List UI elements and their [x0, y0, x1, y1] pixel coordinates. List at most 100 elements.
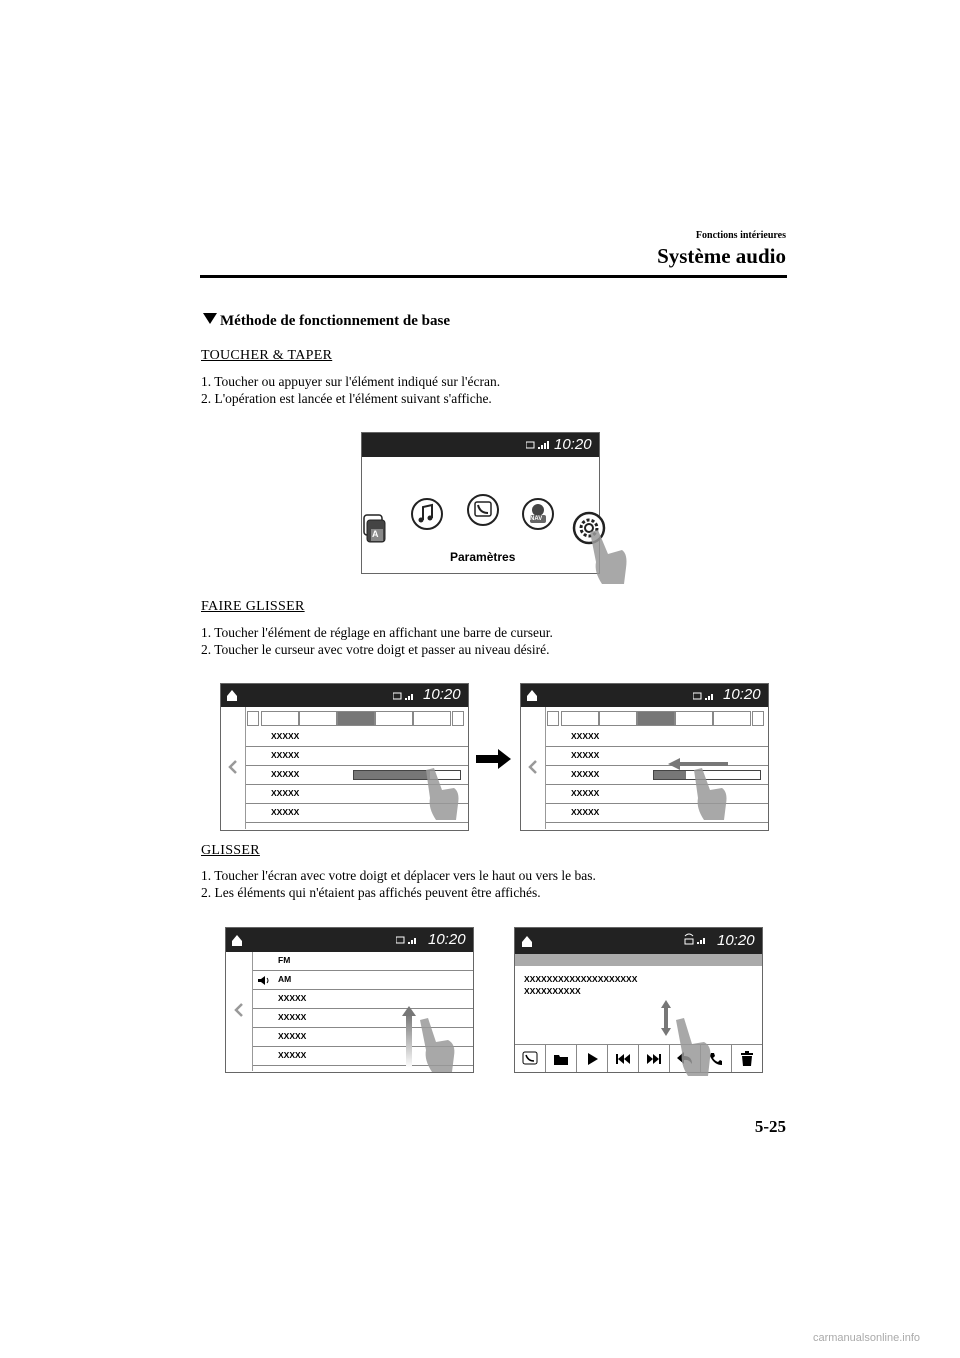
home-icon[interactable]: [225, 688, 239, 702]
play-button[interactable]: [577, 1045, 608, 1072]
phone-screen-icon: [522, 1051, 538, 1065]
tab-prev-button[interactable]: [247, 711, 259, 726]
list-item[interactable]: XXXXX: [246, 747, 468, 766]
signal-icon: [526, 441, 549, 449]
drag-step-1: 1. Toucher l'élément de réglage en affic…: [201, 625, 553, 640]
tap-step-2: 2. L'opération est lancée et l'élément s…: [201, 391, 492, 406]
tab-prev-button[interactable]: [547, 711, 559, 726]
phone-screen-button[interactable]: [515, 1045, 546, 1072]
tab[interactable]: [713, 711, 751, 726]
tab-active[interactable]: [337, 711, 375, 726]
list-item[interactable]: XXXXX: [246, 766, 468, 785]
scroll-arrow-icon: [661, 1000, 671, 1036]
drag-heading: FAIRE GLISSER: [201, 599, 305, 614]
watermark: carmanualsonline.info: [812, 1332, 920, 1344]
settings-list: XXXXX XXXXX XXXXX XXXXX XXXXX: [546, 728, 768, 828]
tab-next-button[interactable]: [452, 711, 464, 726]
folder-button[interactable]: [546, 1045, 577, 1072]
apps-a-icon[interactable]: [362, 511, 390, 547]
message-text: XXXXXXXXXXXXXXXXXXXX XXXXXXXXXX: [524, 973, 637, 997]
slider-bar[interactable]: [353, 770, 461, 780]
a-label: A: [372, 529, 379, 539]
hand-drag-icon: [426, 768, 459, 820]
media-toolbar: [515, 1044, 762, 1073]
list-item[interactable]: XXXXX: [253, 990, 473, 1009]
list-item[interactable]: XXXXX: [246, 785, 468, 804]
tab[interactable]: [375, 711, 413, 726]
tab-active[interactable]: [637, 711, 675, 726]
drag-arrow-icon: [668, 758, 728, 770]
triangle-icon: [203, 313, 217, 324]
speaker-icon: [258, 976, 269, 985]
swipe-step-1: 1. Toucher l'écran avec votre doigt et d…: [201, 868, 596, 883]
list-item[interactable]: XXXXX: [253, 1047, 473, 1066]
home-icon[interactable]: [525, 688, 539, 702]
slider-fill: [354, 771, 431, 779]
settings-list: XXXXX XXXXX XXXXX XXXXX XXXXX: [246, 728, 468, 828]
phone-icon[interactable]: [466, 493, 500, 527]
radio-list: FM AM XXXXX XXXXX XXXXX XXXXX: [253, 952, 473, 1070]
tab[interactable]: [675, 711, 713, 726]
back-column: [226, 952, 253, 1071]
tab[interactable]: [561, 711, 599, 726]
status-bar: 10:20: [521, 684, 768, 707]
signal-icon: [396, 936, 416, 944]
slider-bar[interactable]: [653, 770, 761, 780]
list-item[interactable]: XXXXX: [546, 747, 768, 766]
trash-icon: [741, 1051, 753, 1066]
chevron-left-icon[interactable]: [233, 1002, 245, 1018]
drag-steps: 1. Toucher l'élément de réglage en affic…: [201, 624, 553, 658]
tap-heading: TOUCHER & TAPER: [201, 348, 333, 363]
navigation-icon[interactable]: [521, 497, 555, 531]
tab[interactable]: [413, 711, 451, 726]
page-number: 5-25: [754, 1117, 786, 1136]
back-column: [221, 707, 246, 829]
tab-next-button[interactable]: [752, 711, 764, 726]
list-item[interactable]: XXXXX: [253, 1028, 473, 1047]
list-item[interactable]: XXXXX: [546, 728, 768, 747]
list-item[interactable]: XXXXX: [546, 766, 768, 785]
previous-button[interactable]: [608, 1045, 639, 1072]
slider-screen-after: 10:20 XXXXX XXXXX XXXXX XXXXX XXXXX: [520, 683, 769, 831]
home-icon[interactable]: [230, 933, 244, 947]
tab-row: [247, 711, 465, 726]
home-screen: 10:20 A NAV Paramètres: [361, 432, 606, 574]
swipe-heading: GLISSER: [201, 843, 260, 858]
list-item[interactable]: XXXXX: [546, 785, 768, 804]
clock: 10:20: [723, 686, 761, 703]
signal-icon: [393, 692, 413, 700]
radio-list-screen: 10:20 FM AM XXXXX XXXXX XXXXX XXXXX: [225, 927, 474, 1073]
chevron-left-icon[interactable]: [227, 759, 239, 775]
hand-swipe-icon: [676, 1018, 711, 1076]
tap-steps: 1. Toucher ou appuyer sur l'élément indi…: [201, 373, 500, 407]
delete-button[interactable]: [732, 1045, 762, 1072]
list-item[interactable]: XXXXX: [246, 804, 468, 823]
arrow-right-icon: [476, 749, 511, 769]
home-icon[interactable]: [520, 934, 534, 948]
next-icon: [647, 1054, 661, 1064]
list-item[interactable]: XXXXX: [253, 1009, 473, 1028]
wifi-signal-icon: [684, 933, 705, 945]
play-icon: [588, 1053, 598, 1065]
next-button[interactable]: [639, 1045, 670, 1072]
tab[interactable]: [599, 711, 637, 726]
tab[interactable]: [299, 711, 337, 726]
hand-tap-icon: [590, 530, 627, 584]
nav-label: NAV: [530, 516, 543, 522]
slider-fill: [654, 771, 686, 779]
message-screen: 10:20 XXXXXXXXXXXXXXXXXXXX XXXXXXXXXX: [514, 927, 763, 1073]
hand-swipe-icon: [420, 1018, 455, 1072]
swipe-up-arrow-icon: [402, 1006, 416, 1068]
list-item-fm[interactable]: FM: [253, 952, 473, 971]
list-item[interactable]: XXXXX: [546, 804, 768, 823]
status-bar: 10:20: [221, 684, 468, 707]
list-item-am[interactable]: AM: [253, 971, 473, 990]
clock: 10:20: [717, 932, 755, 949]
chevron-left-icon[interactable]: [527, 759, 539, 775]
music-icon[interactable]: [410, 497, 444, 531]
list-item[interactable]: XXXXX: [246, 728, 468, 747]
status-bar: 10:20: [515, 928, 762, 954]
tab[interactable]: [261, 711, 299, 726]
call-button[interactable]: [701, 1045, 732, 1072]
status-bar: 10:20: [226, 928, 473, 952]
